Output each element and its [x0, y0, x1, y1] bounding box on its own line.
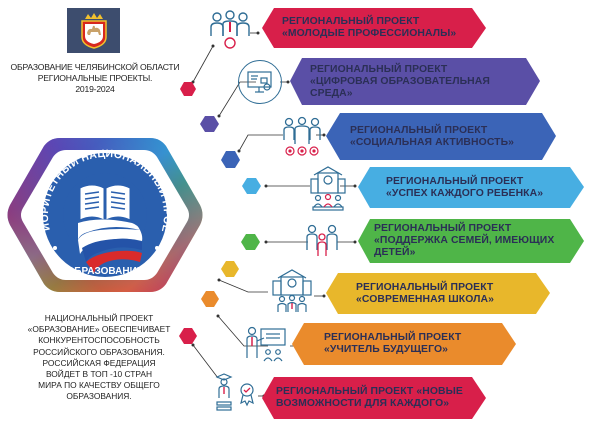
banner-shape [262, 8, 486, 48]
banner-shape [326, 273, 550, 314]
description-line: «ОБРАЗОВАНИЕ» ОБЕСПЕЧИВАЕТ [27, 324, 171, 335]
coat-of-arms [67, 8, 120, 53]
banner-label: РЕГИОНАЛЬНЫЙ ПРОЕКТ «СОЦИАЛЬНАЯ АКТИВНОС… [350, 124, 515, 148]
hex-marker-green [241, 234, 260, 250]
emblem-bottom-text: ОБРАЗОВАНИЕ [67, 266, 144, 277]
banner-label: РЕГИОНАЛЬНЫЙ ПРОЕКТ «УСПЕХ КАЖДОГО РЕБЕН… [386, 175, 544, 199]
title-years: 2019-2024 [75, 84, 115, 94]
hex-marker-red-2 [179, 328, 197, 344]
description-line: РОССИЙСКОГО ОБРАЗОВАНИЯ. [33, 346, 165, 357]
hex-marker-purple [200, 116, 219, 132]
banner-label: РЕГИОНАЛЬНЫЙ ПРОЕКТ «УЧИТЕЛЬ БУДУЩЕГО» [324, 332, 462, 355]
national-project-emblem: ПРИОРИТЕТНЫЙ НАЦИОНАЛЬНЫЙ ПРОЕКТ ОБРАЗОВ… [0, 120, 210, 310]
hex-marker-orange [201, 291, 219, 307]
banner-label: РЕГИОНАЛЬНЫЙ ПРОЕКТ «СОВРЕМЕННАЯ ШКОЛА» [356, 281, 495, 305]
description-line: ВОЙДЕТ В ТОП -10 СТРАН [45, 369, 153, 380]
team-award-icon [210, 10, 250, 49]
banner-shape [292, 323, 516, 365]
banner-shape [358, 219, 584, 263]
hex-marker-lightblue [242, 178, 261, 194]
teacher-board-icon [246, 326, 286, 362]
banner-shape [290, 58, 540, 105]
project-banner-family-support[interactable]: РЕГИОНАЛЬНЫЙ ПРОЕКТ «ПОДДЕРЖКА СЕМЕЙ, ИМ… [358, 219, 584, 263]
description-line: КОНКУРЕНТОСПОСОБНОСТЬ [38, 335, 160, 346]
project-banner-new-opportunities[interactable]: РЕГИОНАЛЬНЫЙ ПРОЕКТ «НОВЫЕ ВОЗМОЖНОСТИ Д… [262, 377, 486, 419]
banner-shape [262, 377, 486, 419]
flag-ribbon-icon [78, 219, 143, 273]
project-banner-young-professionals[interactable]: РЕГИОНАЛЬНЫЙ ПРОЕКТ «МОЛОДЫЕ ПРОФЕССИОНА… [262, 8, 486, 48]
project-banner-social-activity[interactable]: РЕГИОНАЛЬНЫЙ ПРОЕКТ «СОЦИАЛЬНАЯ АКТИВНОС… [326, 113, 556, 160]
title-line-1: ОБРАЗОВАНИЕ ЧЕЛЯБИНСКОЙ ОБЛАСТИ [10, 62, 180, 72]
banner-shape [358, 167, 584, 208]
project-description: НАЦИОНАЛЬНЫЙ ПРОЕКТ «ОБРАЗОВАНИЕ» ОБЕСПЕ… [0, 313, 198, 403]
project-banner-modern-school[interactable]: РЕГИОНАЛЬНЫЙ ПРОЕКТ «СОВРЕМЕННАЯ ШКОЛА» [326, 273, 550, 314]
description-line: МИРА ПО КАЧЕСТВУ ОБЩЕГО [38, 380, 160, 391]
banner-label: РЕГИОНАЛЬНЫЙ ПРОЕКТ «ЦИФРОВАЯ ОБРАЗОВАТЕ… [310, 63, 490, 99]
family-icon [306, 224, 338, 256]
description-line: НАЦИОНАЛЬНЫЙ ПРОЕКТ [44, 313, 154, 323]
project-banner-teacher-of-future[interactable]: РЕГИОНАЛЬНЫЙ ПРОЕКТ «УЧИТЕЛЬ БУДУЩЕГО» [292, 323, 516, 365]
computer-monitor-icon [247, 71, 272, 93]
banner-label: РЕГИОНАЛЬНЫЙ ПРОЕКТ «МОЛОДЫЕ ПРОФЕССИОНА… [282, 16, 457, 39]
description-line: РОССИЙСКАЯ ФЕДЕРАЦИЯ [42, 357, 156, 368]
hex-marker-red [180, 82, 196, 96]
volunteers-stars-icon [283, 116, 321, 156]
school-children-icon [310, 166, 346, 211]
open-book-icon [79, 184, 131, 221]
banner-label: РЕГИОНАЛЬНЫЙ ПРОЕКТ «НОВЫЕ ВОЗМОЖНОСТИ Д… [276, 386, 463, 409]
description-line: ОБРАЗОВАНИЯ. [66, 391, 132, 402]
hex-marker-blue [221, 151, 240, 168]
hex-marker-yellow [221, 261, 239, 277]
project-banner-digital-environment[interactable]: РЕГИОНАЛЬНЫЙ ПРОЕКТ «ЦИФРОВАЯ ОБРАЗОВАТЕ… [290, 58, 540, 105]
banner-shape [326, 113, 556, 160]
banner-label: РЕГИОНАЛЬНЫЙ ПРОЕКТ «ПОДДЕРЖКА СЕМЕЙ, ИМ… [374, 223, 555, 258]
title-line-2: РЕГИОНАЛЬНЫЕ ПРОЕКТЫ. [37, 73, 153, 83]
school-building-icon [272, 269, 312, 312]
project-banner-success-every-child[interactable]: РЕГИОНАЛЬНЫЙ ПРОЕКТ «УСПЕХ КАЖДОГО РЕБЕН… [358, 167, 584, 208]
learner-certificate-icon [215, 373, 254, 411]
chelyabinsk-coat-of-arms-icon [80, 12, 107, 49]
page-title: ОБРАЗОВАНИЕ ЧЕЛЯБИНСКОЙ ОБЛАСТИ РЕГИОНАЛ… [0, 62, 190, 95]
computer-monitor-icon-ring [238, 60, 282, 104]
